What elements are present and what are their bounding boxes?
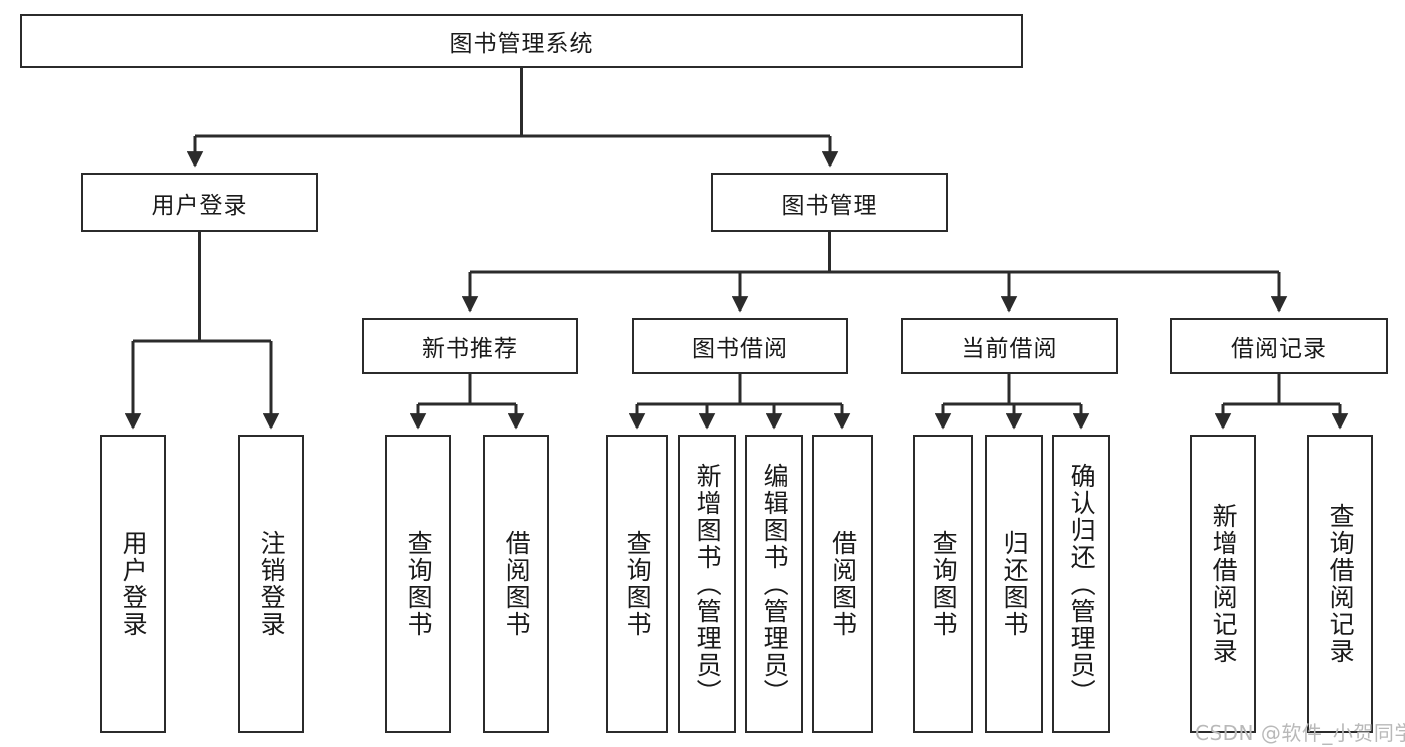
- node-root[interactable]: 图书管理系统: [20, 14, 1023, 68]
- leaf-return-book[interactable]: 归还图书: [985, 435, 1043, 733]
- leaf-query-book-current[interactable]: 查询图书: [913, 435, 973, 733]
- leaf-add-book-admin[interactable]: 新增图书（管理员）: [678, 435, 736, 733]
- leaf-borrow-book-rec[interactable]: 借阅图书: [483, 435, 549, 733]
- leaf-add-book-admin-label: 新增图书（管理员）: [693, 462, 723, 706]
- leaf-borrow-book[interactable]: 借阅图书: [812, 435, 873, 733]
- leaf-query-book-rec[interactable]: 查询图书: [385, 435, 451, 733]
- leaf-query-book-borrow[interactable]: 查询图书: [606, 435, 668, 733]
- leaf-query-borrow-record-label: 查询借阅记录: [1326, 503, 1356, 665]
- leaf-edit-book-admin-label: 编辑图书（管理员）: [760, 462, 790, 706]
- node-borrow-record[interactable]: 借阅记录: [1170, 318, 1388, 374]
- node-new-book-recommend-label: 新书推荐: [422, 336, 518, 362]
- leaf-logout[interactable]: 注销登录: [238, 435, 304, 733]
- leaf-confirm-return-admin[interactable]: 确认归还（管理员）: [1052, 435, 1110, 733]
- leaf-user-login[interactable]: 用户登录: [100, 435, 166, 733]
- leaf-query-book-borrow-label: 查询图书: [623, 530, 653, 638]
- node-book-borrow-label: 图书借阅: [692, 336, 788, 362]
- leaf-return-book-label: 归还图书: [1000, 530, 1030, 638]
- node-current-borrow-label: 当前借阅: [961, 336, 1058, 362]
- node-book-management-label: 图书管理: [781, 192, 878, 219]
- node-book-management[interactable]: 图书管理: [711, 173, 948, 232]
- leaf-query-book-rec-label: 查询图书: [404, 530, 434, 638]
- leaf-confirm-return-admin-label: 确认归还（管理员）: [1067, 462, 1097, 706]
- leaf-query-borrow-record[interactable]: 查询借阅记录: [1307, 435, 1373, 733]
- leaf-borrow-book-rec-label: 借阅图书: [502, 530, 532, 638]
- leaf-user-login-label: 用户登录: [119, 530, 149, 638]
- node-borrow-record-label: 借阅记录: [1231, 336, 1327, 362]
- leaf-logout-label: 注销登录: [257, 530, 287, 638]
- node-user-login[interactable]: 用户登录: [81, 173, 318, 232]
- leaf-query-book-current-label: 查询图书: [929, 530, 959, 638]
- leaf-add-borrow-record-label: 新增借阅记录: [1209, 503, 1239, 665]
- leaf-add-borrow-record[interactable]: 新增借阅记录: [1190, 435, 1256, 733]
- node-user-login-label: 用户登录: [151, 192, 248, 219]
- node-current-borrow[interactable]: 当前借阅: [901, 318, 1118, 374]
- leaf-edit-book-admin[interactable]: 编辑图书（管理员）: [745, 435, 803, 733]
- node-root-label: 图书管理系统: [449, 31, 594, 57]
- node-new-book-recommend[interactable]: 新书推荐: [362, 318, 578, 374]
- leaf-borrow-book-label: 借阅图书: [828, 530, 858, 638]
- csdn-watermark: CSDN @软件_小贺同学: [1195, 721, 1405, 745]
- node-book-borrow[interactable]: 图书借阅: [632, 318, 848, 374]
